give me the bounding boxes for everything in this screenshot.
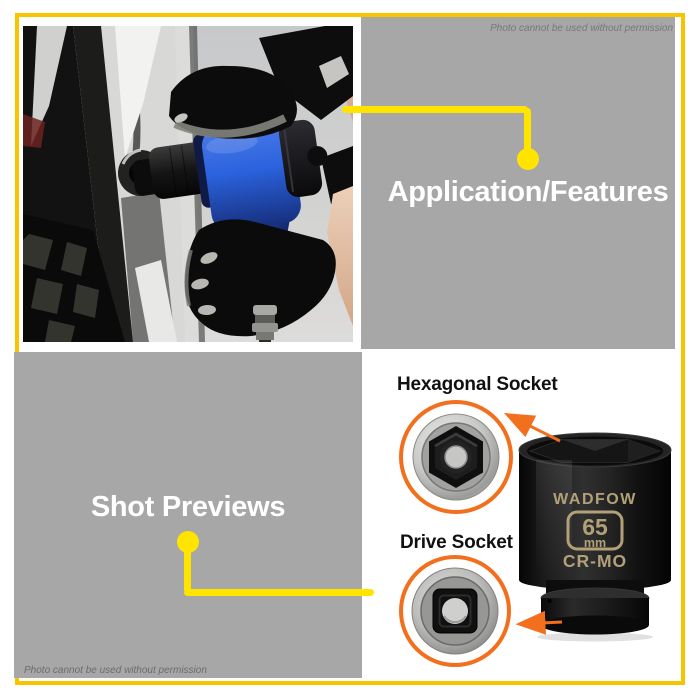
size-value-text: 65 xyxy=(582,514,608,540)
hexagonal-socket-callout-circle xyxy=(399,400,513,514)
connector-dot-shot-previews xyxy=(177,531,199,553)
size-unit-text: mm xyxy=(584,536,606,550)
hexagonal-socket-label: Hexagonal Socket xyxy=(397,374,558,395)
connector-line-shot-vertical xyxy=(184,549,191,593)
drive-socket-label: Drive Socket xyxy=(400,532,513,553)
connector-line-shot-horizontal xyxy=(184,589,374,596)
connector-line-application-vertical xyxy=(524,108,531,152)
material-text: CR-MO xyxy=(563,551,627,571)
application-features-panel xyxy=(361,17,675,349)
impact-socket-product: WADFOW 65 mm CR-MO xyxy=(508,428,688,668)
shot-previews-panel xyxy=(14,352,362,678)
connector-dot-application xyxy=(517,148,539,170)
application-photo xyxy=(23,26,353,342)
shot-previews-heading: Shot Previews xyxy=(90,491,286,523)
impact-wrench-photo-illustration xyxy=(23,26,353,342)
brand-text: WADFOW xyxy=(553,491,637,508)
yellow-frame-border xyxy=(15,13,685,685)
watermark-bottom-left: Photo cannot be used without permission xyxy=(24,665,207,676)
watermark-top-right: Photo cannot be used without permission xyxy=(490,23,673,34)
drive-socket-callout-circle xyxy=(399,555,511,667)
application-features-heading: Application/Features xyxy=(387,176,669,208)
connector-line-application-horizontal xyxy=(342,106,528,113)
square-drive-icon xyxy=(411,567,499,655)
hexagonal-bore-icon xyxy=(412,413,500,501)
size-badge-outline xyxy=(566,510,624,551)
